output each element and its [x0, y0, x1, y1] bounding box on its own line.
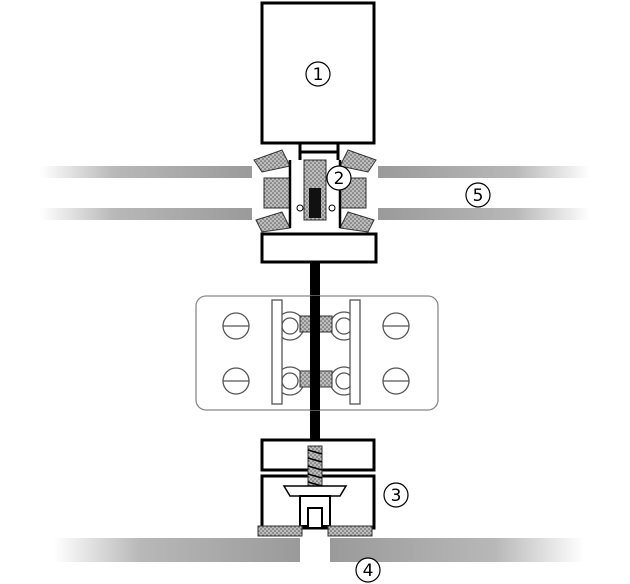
- callout-2: 2: [326, 165, 352, 191]
- callout-3: 3: [383, 482, 409, 508]
- callout-1-label: 1: [313, 65, 324, 85]
- callout-4: 4: [355, 557, 381, 583]
- glass-pane-upper-left-outer: [40, 166, 252, 178]
- glass-pane-upper-right-inner: [378, 208, 590, 220]
- lower-glass-panes: [54, 538, 584, 562]
- callout-5-label: 5: [473, 186, 484, 206]
- glass-pane-lower-right: [330, 538, 584, 562]
- callout-2-label: 2: [334, 169, 345, 189]
- mullion-profile: [260, 1, 376, 160]
- glass-pane-upper-right-outer: [378, 166, 590, 178]
- callout-5: 5: [465, 182, 491, 208]
- callout-4-label: 4: [363, 561, 374, 581]
- callout-3-label: 3: [391, 486, 402, 506]
- glass-pane-upper-left-inner: [40, 208, 252, 220]
- glazing-gasket-assembly: [253, 149, 377, 233]
- upper-glass-panes: [40, 166, 590, 220]
- callout-1: 1: [305, 61, 331, 87]
- glass-pane-lower-left: [54, 538, 300, 562]
- pressure-plate-assembly: [257, 445, 373, 537]
- transom-plate: [260, 232, 378, 264]
